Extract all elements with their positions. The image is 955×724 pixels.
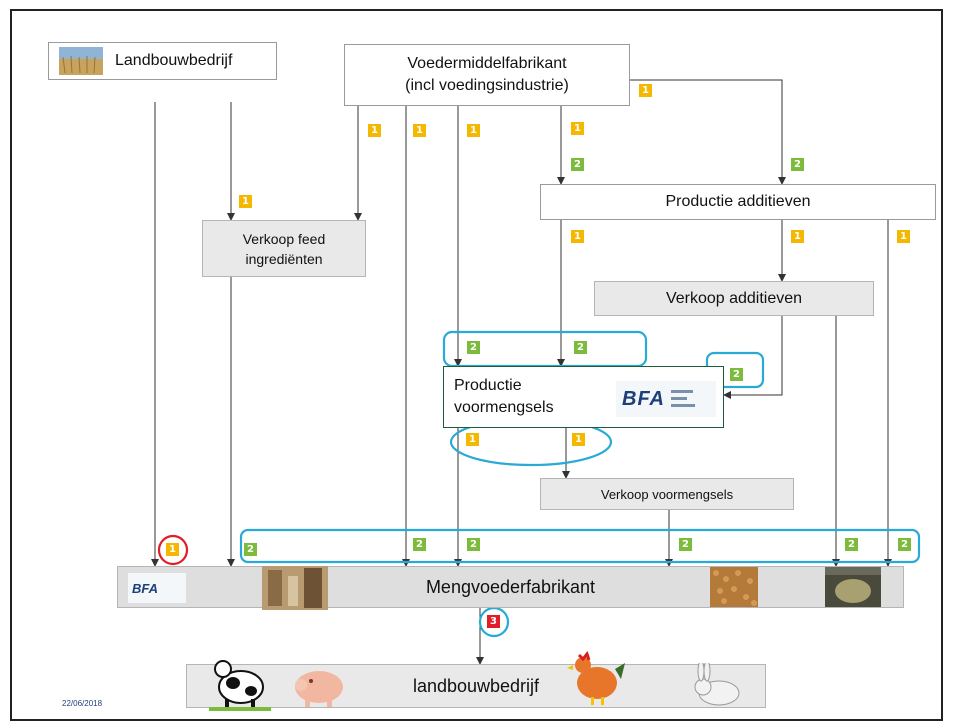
node-label: Verkoop voormengsels	[600, 486, 734, 502]
badge-2: 2	[845, 538, 858, 551]
badge-1: 1	[639, 84, 652, 97]
badge-2: 2	[730, 368, 743, 381]
node-landbouwbedrijf-top: Landbouwbedrijf	[48, 42, 277, 80]
node-label: Landbouwbedrijf	[115, 52, 233, 69]
node-label-line1: Productie	[454, 377, 522, 394]
pig-icon	[295, 671, 343, 707]
node-mengvoederfabrikant: Mengvoederfabrikant BFA	[117, 566, 904, 610]
badge-2: 2	[898, 538, 911, 551]
node-label: Productie additieven	[665, 193, 811, 210]
badge-1: 1	[467, 124, 480, 137]
bfa-logo: BFA	[128, 573, 186, 603]
node-productie-additieven: Productie additieven	[540, 184, 936, 220]
badge-1: 1	[897, 230, 910, 243]
wheat-field-photo	[59, 47, 103, 75]
bfa-logo-tagline	[671, 390, 695, 407]
highlight-circle-meng-output	[478, 606, 510, 638]
rabbit-icon	[694, 663, 740, 706]
badge-1: 1	[791, 230, 804, 243]
arrow-verkoopadd-to-voormengsels	[723, 316, 783, 399]
badge-2: 2	[571, 158, 584, 171]
factory-photo	[825, 567, 881, 607]
badge-2: 2	[679, 538, 692, 551]
mill-photo	[262, 566, 328, 610]
badge-1: 1	[413, 124, 426, 137]
node-label: landbouwbedrijf	[412, 675, 540, 696]
arrow-voeder-right-to-additieven	[630, 79, 786, 185]
badge-1: 1	[239, 195, 252, 208]
badge-2: 2	[413, 538, 426, 551]
badge-1: 1	[466, 433, 479, 446]
bfa-logo-text: BFA	[622, 387, 665, 410]
bfa-logo: BFA	[616, 381, 716, 417]
badge-1: 1	[571, 230, 584, 243]
badge-1: 1	[572, 433, 585, 446]
badge-1: 1	[166, 543, 179, 556]
badge-1: 1	[571, 122, 584, 135]
feed-pellets-photo	[710, 567, 758, 607]
node-label-line1: Verkoop feed	[242, 230, 326, 247]
node-label-line2: voormengsels	[454, 399, 554, 416]
slide-frame	[10, 9, 943, 721]
badge-1: 1	[368, 124, 381, 137]
node-label-line1: Voedermiddelfabrikant	[407, 55, 567, 72]
node-label: Mengvoederfabrikant	[425, 576, 596, 597]
badge-2: 2	[574, 341, 587, 354]
badge-2: 2	[791, 158, 804, 171]
node-productie-voormengsels: Productie voormengsels BFA	[443, 366, 724, 428]
node-verkoop-feed-ingredienten: Verkoop feed ingrediënten	[202, 220, 366, 277]
node-verkoop-voormengsels: Verkoop voormengsels	[540, 478, 794, 510]
badge-3: 3	[487, 615, 500, 628]
highlight-circle-red	[157, 534, 189, 566]
node-voedermiddelfabrikant: Voedermiddelfabrikant (incl voedingsindu…	[344, 44, 630, 106]
badge-2: 2	[467, 341, 480, 354]
badge-2: 2	[244, 543, 257, 556]
slide-date: 22/06/2018	[62, 699, 103, 708]
node-label-line2: ingrediënten	[245, 250, 323, 267]
highlight-rect-meng-inputs	[239, 528, 921, 564]
node-landbouwbedrijf-bottom: landbouwbedrijf	[186, 651, 766, 711]
badge-2: 2	[467, 538, 480, 551]
node-verkoop-additieven: Verkoop additieven	[594, 281, 874, 316]
node-label-line2: (incl voedingsindustrie)	[405, 77, 569, 94]
node-label: Verkoop additieven	[665, 289, 803, 307]
chicken-icon	[567, 651, 625, 705]
cow-icon	[209, 660, 271, 711]
bfa-logo-text: BFA	[132, 580, 158, 596]
